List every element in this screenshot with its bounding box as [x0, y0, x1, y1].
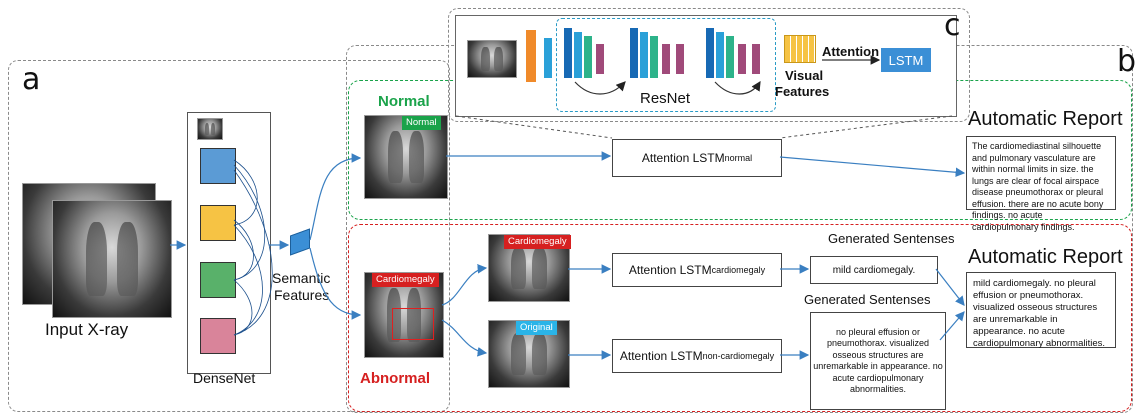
dense-skip-2 [233, 164, 265, 281]
zoom-line-left [455, 115, 613, 139]
resnet-dashed-box [556, 18, 776, 112]
noncardiomegaly-lstm-prefix: Attention LSTM [619, 349, 703, 363]
abnormal-report-title: Automatic Report [968, 246, 1123, 268]
densenet-block-blue [200, 148, 236, 184]
resnet-label: ResNet [640, 90, 691, 107]
dense-skip-6 [233, 279, 253, 336]
abnormal-report: mild cardiomegaly. no pleural effusion o… [966, 272, 1116, 349]
densenet-thumb [197, 118, 223, 140]
densenet-label: DenseNet [193, 370, 256, 386]
normal-lstm-prefix: Attention LSTM [641, 151, 725, 165]
gen2-text: no pleural effusion or pneumothorax. vis… [810, 312, 946, 410]
densenet-block-pink [200, 318, 236, 354]
abnormal-region [348, 224, 1132, 412]
dense-skip-4 [233, 219, 254, 281]
attention-label: Attention [822, 44, 880, 59]
visual-features-line1: Visual [785, 68, 824, 83]
cardiomegaly-lstm-sub: cardiomegaly [711, 265, 766, 275]
normal-report-title: Automatic Report [968, 108, 1123, 130]
cardiomegaly-crop-tag: Cardiomegaly [504, 235, 571, 249]
gen1-title: Generated Sentenses [828, 231, 955, 246]
arrow-gen1-report [935, 268, 965, 306]
feature-grid-icon [784, 35, 816, 63]
dense-skip-1 [233, 159, 258, 226]
cardiomegaly-region-box [392, 308, 434, 340]
normal-title: Normal [378, 93, 430, 110]
visual-features-line2: Features [775, 84, 830, 99]
abnormal-tag: Cardiomegaly [372, 273, 439, 287]
densenet-frame [187, 112, 271, 374]
dense-skip-5 [233, 224, 263, 336]
resnet-layer-blocks [526, 28, 760, 82]
panel-c-frame [448, 8, 970, 122]
cardiomegaly-lstm-prefix: Attention LSTM [628, 263, 712, 277]
arrow-abn-crop2 [441, 319, 488, 357]
panel-b-label: b [1117, 44, 1135, 79]
original-crop [488, 320, 570, 388]
gen2-title: Generated Sentenses [804, 292, 931, 307]
lstm-label: LSTM [888, 52, 924, 68]
panel-a-label: a [22, 62, 41, 97]
semantic-label-line1: Semantic [272, 270, 331, 286]
densenet-block-yellow [200, 205, 236, 241]
abnormal-title: Abnormal [360, 370, 431, 387]
arrow-abn-crop1 [441, 264, 488, 306]
input-xray-front [52, 200, 172, 318]
panel-c-label: c [944, 8, 961, 43]
arrow-to-abnormal [309, 247, 362, 320]
arrow-gen2-report [939, 311, 965, 341]
arrow-to-normal [309, 153, 362, 241]
original-tag: Original [516, 321, 557, 335]
resnet-input-thumb [467, 40, 517, 78]
zoom-line-right [779, 115, 953, 139]
resnet-skip-1 [574, 81, 626, 95]
dense-skip-3 [233, 169, 273, 336]
semantic-label-line2: Features [274, 287, 330, 303]
normal-report: The cardiomediastinal silhouette and pul… [966, 136, 1116, 232]
panel-a-frame [8, 60, 450, 412]
input-xray-label: Input X-ray [45, 320, 129, 339]
arrow-normal-report [779, 156, 966, 178]
lstm-block: LSTM [881, 48, 931, 72]
noncardiomegaly-lstm-sub: non-cardiomegaly [702, 351, 775, 361]
normal-lstm-sub: normal [724, 153, 753, 163]
resnet-skip-2 [714, 80, 761, 95]
normal-tag: Normal [402, 116, 441, 130]
